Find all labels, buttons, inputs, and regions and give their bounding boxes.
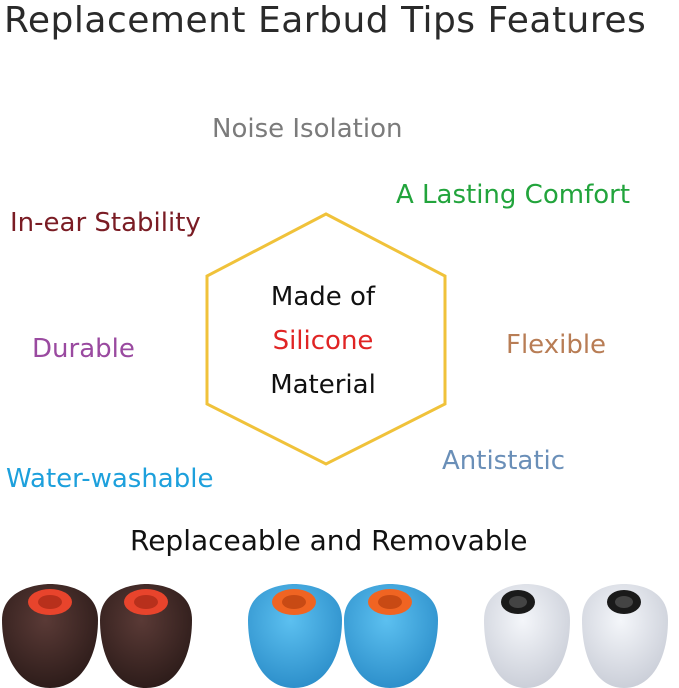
center-line-made-of: Made of	[270, 282, 376, 312]
footer-caption: Replaceable and Removable	[130, 524, 528, 557]
feature-antistatic: Antistatic	[442, 446, 566, 476]
feature-lasting-comfort: A Lasting Comfort	[396, 180, 631, 210]
feature-flexible: Flexible	[506, 330, 607, 360]
earbud-tips-image	[2, 584, 668, 688]
tip-blue-orange-2	[344, 584, 438, 688]
feature-durable: Durable	[32, 334, 135, 364]
tip-clear-black-1	[484, 584, 570, 688]
hexagon-frame	[205, 212, 447, 466]
tip-black-red-2	[100, 584, 192, 688]
page-title: Replacement Earbud Tips Features	[4, 0, 647, 41]
tip-blue-orange-1	[248, 584, 342, 688]
feature-in-ear-stability: In-ear Stability	[10, 208, 201, 238]
tip-clear-black-2	[582, 584, 668, 688]
feature-water-washable: Water-washable	[6, 464, 214, 494]
center-line-silicone: Silicone	[272, 326, 374, 356]
tip-black-red-1	[2, 584, 98, 688]
feature-noise-isolation: Noise Isolation	[212, 114, 403, 144]
center-line-material: Material	[270, 370, 376, 400]
